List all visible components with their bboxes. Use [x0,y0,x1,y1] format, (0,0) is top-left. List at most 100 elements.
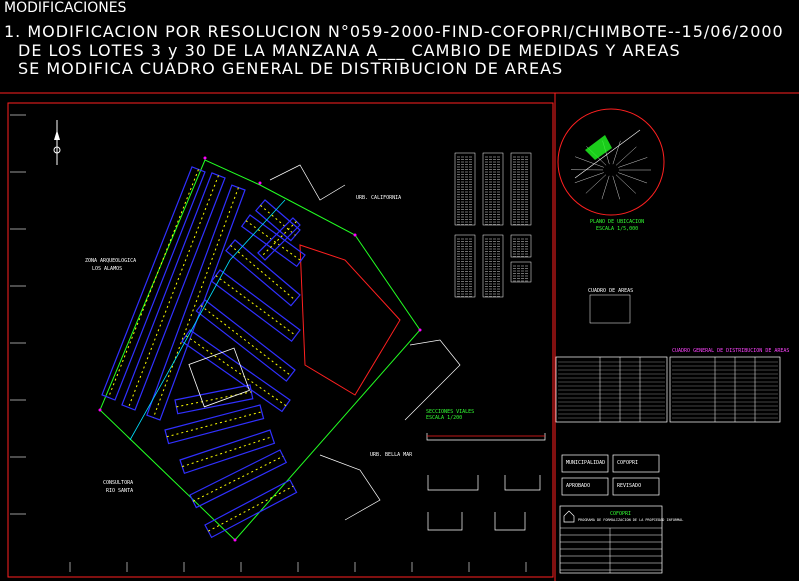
coord-table [510,234,532,258]
boundary-vertex [258,181,262,185]
block-b [121,172,226,411]
boundary-vertex [203,156,207,160]
block-h-lots [200,305,292,376]
coord-table [510,261,532,283]
locator-street [574,172,604,184]
street-edge-north [269,164,346,201]
locator-street [612,175,620,200]
header-title: MODIFICACIONES [4,0,127,16]
block-a-lots [108,169,199,398]
locator-label: PLANO DE UBICACION [590,219,644,225]
block-d [255,199,301,242]
title-block-org: COFOPRI [610,511,631,517]
street-axis [129,199,286,441]
summary-table-2-label: CUADRO GENERAL DE DISTRIBUCION DE AREAS [672,348,789,354]
block-l [179,429,276,475]
coord-table [454,234,476,298]
grid-ticks [10,114,527,572]
header-line-2: DE LOS LOTES 3 y 30 DE LA MANZANA A___ C… [18,41,681,60]
street-edge-east [404,339,461,421]
block-g [210,269,301,343]
block-f-lots [230,244,296,301]
locator-road [574,129,641,179]
zone-top-label: URB. CALIFORNIA [356,195,401,201]
zone-bottom-left-label: CONSULTORA [103,480,133,486]
block-e [240,214,306,268]
title-block-sub: PROGRAMA DE FORMALIZACION DE LA PROPIEDA… [578,518,683,522]
coord-table [510,152,532,226]
house-logo-icon [563,510,575,523]
block-c [146,184,246,421]
block-a [101,166,206,401]
sections-label: SECCIONES VIALES [426,409,474,415]
zone-left-label-2: LOS ALAMOS [92,266,122,272]
street-edge-south [319,454,381,521]
block-n-lots [208,485,294,532]
locator-street [615,146,637,166]
block-m [189,449,288,509]
block-l-lots [182,436,273,468]
signature-box-b-label: COFOPRI [617,460,638,466]
locator-street [575,156,604,168]
coord-table [482,152,504,226]
title-block-rows [560,527,662,573]
signature-box-b [612,454,660,473]
boundary-vertex [98,408,102,412]
block-m-lots [192,455,284,502]
block-i-lots [185,335,287,407]
signature-box-c [561,477,609,496]
central-block [188,347,250,408]
locator-street [615,174,637,194]
boundary-vertex [418,328,422,332]
locator-street [601,175,610,200]
block-e-lots [245,220,302,262]
summary-table-2 [669,356,781,423]
sections-scale: ESCALA 1/200 [426,415,462,421]
blocks-layer [98,156,422,542]
road-section-drawings [426,433,546,531]
area-table-label: CUADRO DE AREAS [588,288,633,294]
signature-box-a [561,454,609,473]
zone-left-label: ZONA ARQUEOLOGICA [85,258,136,264]
block-b-lots [128,175,219,408]
block-o [257,217,301,261]
zone-bottom-label: URB. BELLA MAR [370,452,413,458]
locator-scale: ESCALA 1/5,000 [596,226,638,232]
signature-box-c-label: APROBADO [566,483,590,489]
coord-table [454,152,476,226]
park-area-outline [299,244,401,396]
block-c-lots [152,187,239,418]
zone-bottom-left-label-2: RIO SANTA [106,488,133,494]
block-o-lots [261,221,297,257]
plan-frame [7,102,554,578]
locator-street [618,157,648,168]
block-h [195,299,296,382]
boundary-vertex [233,538,237,542]
summary-table-rows [558,357,778,422]
locator-street [618,172,648,184]
locator-circle [557,108,665,216]
locator-street [612,140,621,165]
header-line-3: SE MODIFICA CUADRO GENERAL DE DISTRIBUCI… [18,59,564,78]
locator-street [585,174,607,194]
locator-map [570,129,651,200]
block-n [204,479,298,539]
block-j [174,384,254,415]
coordinate-tables [454,152,532,298]
boundary-vertex [353,233,357,237]
block-g-lots [215,275,297,337]
header-line-1: 1. MODIFICACION POR RESOLUCION N°059-200… [4,22,784,41]
block-k [164,404,265,445]
signature-box-d [612,477,660,496]
summary-table-1 [555,356,668,423]
block-i [181,329,291,413]
signature-box-d-label: REVISADO [617,483,641,489]
block-k-lots [166,411,262,438]
signature-box-a-label: MUNICIPALIDAD [566,460,605,466]
locator-site [585,135,612,160]
title-block [559,505,663,574]
coord-table [482,234,504,298]
block-f [225,239,301,307]
area-table [589,294,631,324]
